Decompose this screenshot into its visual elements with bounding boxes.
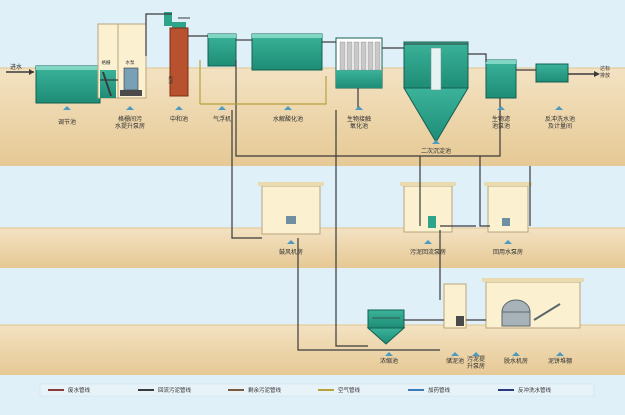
label-backwash: 反冲洗水池及计量间 (545, 115, 575, 130)
outlet-arrow-icon (568, 71, 600, 77)
label-inlet: 进水 (10, 63, 22, 71)
label-overflow: 溢流 (167, 76, 173, 84)
label-sludge-lift-pump: 污泥提升泵房 (467, 355, 485, 370)
label-outlet: 达标排放 (600, 65, 610, 79)
legend-label: 空气管线 (338, 386, 361, 394)
blower-room (258, 182, 324, 235)
dewatering-room (482, 278, 584, 329)
row1-pipes (100, 13, 536, 157)
legend-label: 剩余污泥管线 (248, 386, 282, 394)
bio-filter-tank (485, 59, 517, 99)
marker-icons-row1 (63, 106, 563, 144)
label-grille-pump-l1: 格栅间污 (118, 115, 142, 123)
label-backwash-l2: 及计量间 (548, 122, 572, 130)
grille-pump-house (97, 23, 147, 99)
label-sludge-lift-pump-l1: 污泥提 (467, 355, 485, 363)
label-bio-contact: 生物接触氧化池 (347, 115, 371, 130)
label-hydrolysis: 水解酸化池 (273, 115, 303, 123)
air-flotation-unit (207, 33, 237, 67)
label-bio-filter: 生物滤池泵池 (492, 115, 510, 130)
tag-water: 水泵 (126, 59, 135, 66)
label-thickener: 浓缩池 (380, 357, 398, 365)
label-sludge-shed: 泥饼堆棚 (548, 357, 572, 365)
hydrolysis-tank (251, 33, 323, 71)
label-sludge-storage: 储泥池 (446, 357, 464, 365)
bio-contact-tank (335, 37, 383, 89)
backwash-tank (535, 63, 569, 83)
label-sludge-return-pump: 污泥回流泵房 (410, 248, 446, 256)
label-neutralization: 中和池 (170, 115, 188, 123)
label-sludge-lift-pump-l2: 升泵房 (467, 362, 485, 370)
inlet-arrow-icon (6, 69, 34, 75)
legend-label: 反冲洗水管线 (518, 386, 552, 394)
air-pipes (199, 60, 327, 105)
thickener-tank (366, 309, 406, 345)
label-grille-pump-l2: 水提升泵房 (115, 122, 145, 130)
label-backwash-l1: 反冲洗水池 (545, 115, 575, 123)
neutralization-tank (164, 12, 190, 97)
regulating-tank (35, 65, 101, 104)
secondary-settling-tank (403, 41, 469, 143)
label-bio-filter-l2: 池泵池 (492, 122, 510, 130)
label-air-flotation: 气浮机 (213, 115, 231, 123)
legend-label: 废水管线 (68, 386, 91, 394)
label-bio-contact-l1: 生物接触 (347, 115, 371, 123)
row3-pipes (297, 110, 486, 351)
ground-band-2 (0, 228, 625, 268)
legend-label: 加药管线 (428, 386, 451, 394)
label-regulating-tank: 调节池 (58, 118, 76, 126)
row2-pipes (231, 110, 531, 239)
tag-grille: 格栅 (102, 59, 111, 66)
sludge-lift-pump (456, 316, 464, 326)
label-blower-room: 鼓风机房 (279, 248, 303, 256)
legend: 废水管线 回流污泥管线 剩余污泥管线 空气管线 加药管线 反冲洗水管线 (39, 383, 595, 397)
label-dewatering-room: 脱水机房 (504, 357, 528, 365)
label-outlet-l2: 排放 (600, 72, 610, 79)
legend-label: 回流污泥管线 (158, 386, 192, 394)
label-grille-pump: 格栅间污水提升泵房 (115, 115, 145, 130)
label-secondary-settling: 二次沉淀池 (421, 147, 451, 155)
marker-icons-row2 (287, 240, 512, 244)
reuse-pump-house (484, 182, 532, 233)
label-bio-contact-l2: 氧化池 (350, 122, 368, 130)
label-bio-filter-l1: 生物滤 (492, 115, 510, 123)
sludge-return-pump-house (400, 182, 456, 233)
marker-icons-row3 (385, 352, 564, 356)
label-outlet-l1: 达标 (600, 65, 610, 72)
label-reuse-pump: 回用水泵房 (493, 248, 523, 256)
